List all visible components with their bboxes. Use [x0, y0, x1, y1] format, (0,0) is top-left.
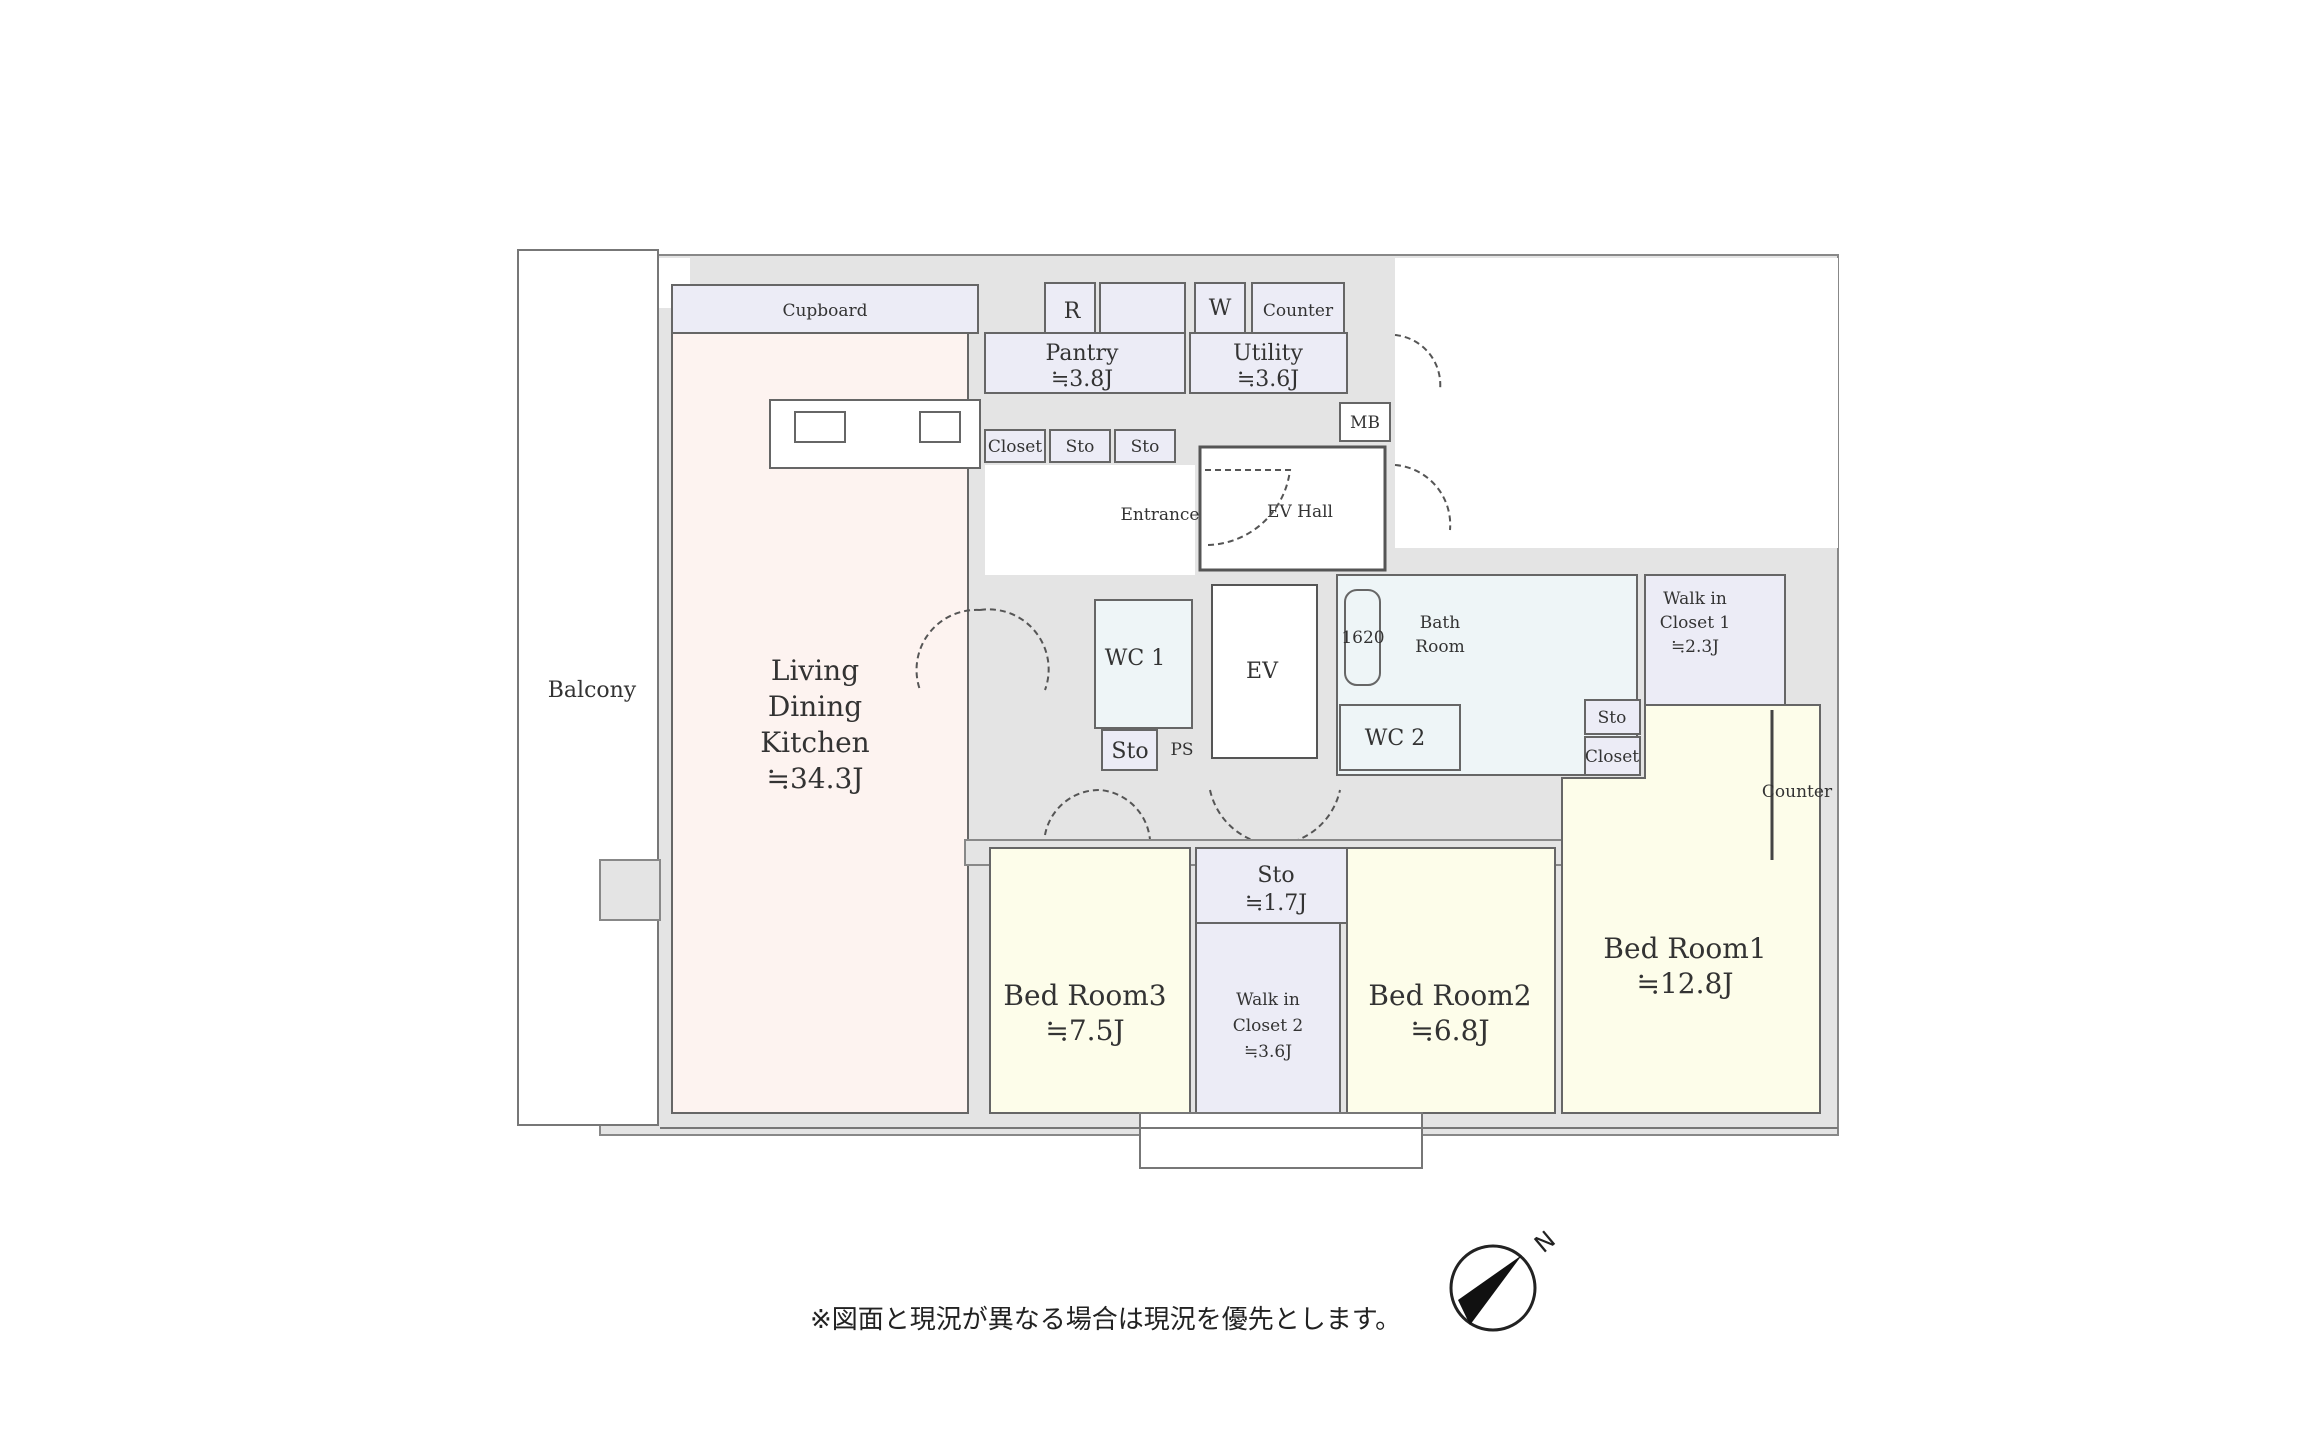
walk-in-closet-2	[1195, 922, 1341, 1114]
wic2-label-1: Walk in	[1236, 990, 1300, 1010]
compass-north-label: N	[1529, 1225, 1561, 1258]
meter-box-label: MB	[1350, 413, 1380, 433]
ldk-label-2: Dining	[768, 690, 862, 723]
pillar	[599, 859, 661, 921]
wc1-label: WC 1	[1105, 646, 1165, 671]
storage-main	[1195, 847, 1358, 924]
entrance	[985, 465, 1195, 575]
wc1-storage	[1101, 729, 1158, 771]
closet-label: Closet	[1585, 747, 1639, 767]
storage-main-area: ≒1.7J	[1245, 891, 1307, 916]
ev-hall-label: EV Hall	[1267, 502, 1333, 522]
bed-room-2	[1346, 847, 1556, 1114]
storage	[1584, 699, 1641, 735]
entrance-door	[1204, 469, 1292, 547]
utility-counter-label: Counter	[1263, 301, 1334, 321]
washer-label: W	[1209, 296, 1232, 321]
disclaimer-note: ※図面と現況が異なる場合は現況を優先とします。	[810, 1305, 1401, 1335]
pantry	[984, 332, 1186, 394]
wic2-label-2: Closet 2	[1233, 1016, 1304, 1036]
balcony	[517, 249, 659, 1126]
bed2-label: Bed Room2	[1368, 979, 1531, 1012]
bed-room-1	[1561, 704, 1821, 1114]
fridge-label: R	[1064, 299, 1082, 324]
pantry-label: Pantry	[1046, 341, 1119, 366]
utility-counter	[1251, 282, 1345, 334]
pantry-area: ≒3.8J	[1051, 367, 1113, 392]
closet	[984, 429, 1046, 463]
bath-label-2: Room	[1415, 637, 1464, 657]
elevator-label: EV	[1246, 659, 1279, 684]
hall-door	[1394, 334, 1452, 531]
wc1-storage-label: Sto	[1111, 739, 1148, 764]
bath-label-1: Bath	[1420, 613, 1460, 633]
ldk-door	[915, 608, 1050, 691]
cupboard-label: Cupboard	[782, 301, 867, 321]
compass-icon: N	[1449, 1225, 1561, 1332]
ldk-area: ≒34.3J	[766, 762, 863, 795]
ev-hall	[1198, 445, 1387, 572]
storage	[1114, 429, 1176, 463]
meter-box	[1339, 402, 1391, 442]
pipe-space-label: PS	[1170, 740, 1193, 760]
shelf	[1099, 282, 1186, 334]
bay-balcony	[1139, 1112, 1423, 1169]
storage	[1049, 429, 1111, 463]
balcony-label: Balcony	[548, 678, 637, 703]
closet-label: Closet	[988, 437, 1042, 457]
bed1-counter-label: Counter	[1762, 782, 1833, 802]
utility-area: ≒3.6J	[1237, 367, 1299, 392]
walk-in-closet-1	[1644, 574, 1786, 706]
notch	[1395, 258, 1838, 548]
utility-label: Utility	[1233, 341, 1303, 366]
bed3-area: ≒7.5J	[1045, 1014, 1124, 1047]
entrance-label: Entrance	[1121, 505, 1200, 525]
stove-icon	[919, 411, 961, 443]
storage-main-label: Sto	[1257, 863, 1294, 888]
bed-room-3	[989, 847, 1191, 1114]
wic1-label-2: Closet 1	[1660, 613, 1731, 633]
wic2-area: ≒3.6J	[1244, 1042, 1292, 1062]
ldk-label-1: Living	[771, 654, 859, 687]
utility	[1189, 332, 1348, 394]
wic1-area: ≒2.3J	[1671, 637, 1719, 657]
bed2-area: ≒6.8J	[1410, 1014, 1489, 1047]
storage-label: Sto	[1131, 437, 1160, 457]
bed3-label: Bed Room3	[1003, 979, 1166, 1012]
closet	[1584, 736, 1641, 776]
elevator	[1211, 584, 1318, 759]
bathtub-icon	[1344, 589, 1381, 686]
washer-space	[1194, 282, 1246, 334]
wic1-label-1: Walk in	[1663, 589, 1727, 609]
wc-2	[1339, 704, 1461, 771]
fridge-space	[1044, 282, 1096, 334]
ldk-label-3: Kitchen	[760, 726, 869, 759]
storage-label: Sto	[1066, 437, 1095, 457]
wc2-label: WC 2	[1365, 726, 1425, 751]
wc-1	[1094, 599, 1193, 729]
bed1-label: Bed Room1	[1603, 932, 1766, 965]
sink-icon	[794, 411, 846, 443]
cupboard	[671, 284, 979, 334]
bathtub-size: 1620	[1341, 628, 1384, 648]
storage-label: Sto	[1598, 708, 1627, 728]
bed1-area: ≒12.8J	[1636, 967, 1733, 1000]
